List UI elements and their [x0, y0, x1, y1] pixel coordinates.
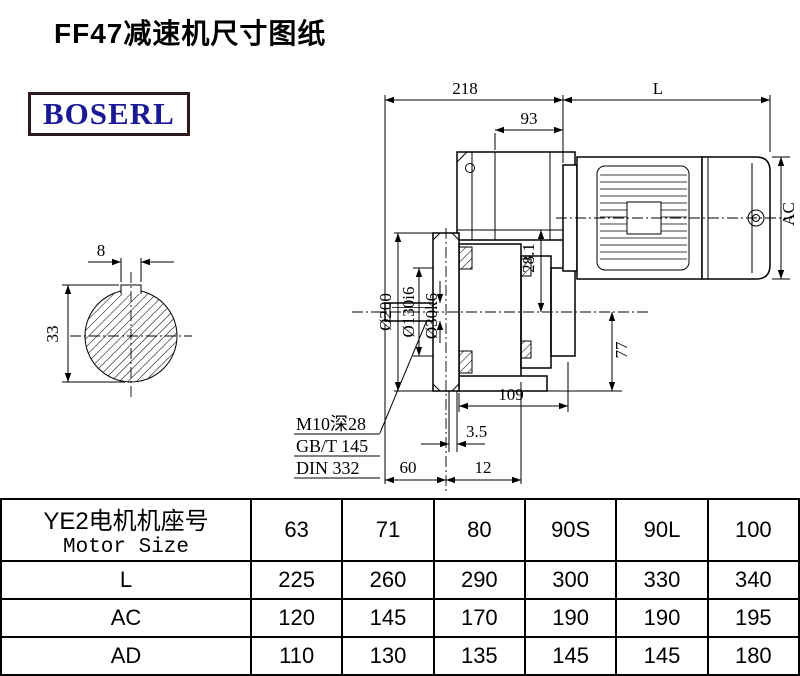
gear-housing-outline — [456, 151, 576, 241]
dim-218: 218 — [452, 79, 478, 98]
dim-109: 109 — [498, 385, 524, 404]
size-col-63: 63 — [249, 498, 344, 562]
dim-flange-diameter: Ø200 — [376, 293, 395, 331]
dim-keyway-width: 8 — [97, 241, 106, 260]
keyway-slot — [120, 284, 142, 294]
value-AD-80: 135 — [432, 636, 526, 676]
dimension-drawing: 8 33 — [43, 79, 798, 492]
value-AC-80: 170 — [432, 598, 526, 638]
row-label-AD: AD — [0, 636, 252, 676]
value-L-100: 340 — [706, 560, 800, 600]
table-row-AC: AC 120 145 170 190 190 195 — [0, 598, 800, 638]
value-L-63: 225 — [249, 560, 344, 600]
motor-size-header: YE2电机机座号 Motor Size — [0, 498, 252, 562]
output-housing-outline — [458, 243, 576, 392]
row-label-L: L — [0, 560, 252, 600]
table-row-AD: AD 110 130 135 145 145 180 — [0, 636, 800, 676]
value-L-71: 260 — [341, 560, 435, 600]
value-AC-90l: 190 — [615, 598, 709, 638]
note-tapped-hole: M10深28 — [296, 414, 366, 434]
value-L-80: 290 — [432, 560, 526, 600]
main-view — [352, 151, 792, 492]
table-header-row: YE2电机机座号 Motor Size 63 71 80 90S 90L 100 — [0, 498, 800, 562]
header-en: Motor Size — [62, 536, 190, 559]
size-col-71: 71 — [341, 498, 435, 562]
value-AC-100: 195 — [706, 598, 800, 638]
thread-note: M10深28 GB/T 145 DIN 332 — [294, 319, 428, 479]
note-din-standard: DIN 332 — [296, 458, 360, 478]
dimensions: 218 L 93 AC Ø200 Ø130i6 Ø30k6 — [294, 79, 798, 484]
dim-keyway-height: 33 — [43, 326, 62, 343]
dim-77: 77 — [612, 341, 631, 359]
dim-3-5: 3.5 — [466, 422, 487, 441]
dim-motor-AC: AC — [779, 202, 798, 226]
shaft-section-view: 8 33 — [43, 241, 192, 398]
value-AC-71: 145 — [341, 598, 435, 638]
size-col-80: 80 — [432, 498, 526, 562]
brand-logo: BOSERL — [28, 92, 190, 136]
value-AD-63: 110 — [249, 636, 344, 676]
size-col-100: 100 — [706, 498, 800, 562]
value-L-90s: 300 — [523, 560, 618, 600]
value-AC-90s: 190 — [523, 598, 618, 638]
page-title: FF47减速机尺寸图纸 — [54, 18, 327, 49]
dim-93: 93 — [521, 109, 538, 128]
dimension-table: YE2电机机座号 Motor Size 63 71 80 90S 90L 100… — [0, 498, 800, 676]
dim-motor-length: L — [653, 79, 663, 98]
value-AD-90l: 145 — [615, 636, 709, 676]
value-AD-71: 130 — [341, 636, 435, 676]
dim-12: 12 — [475, 458, 492, 477]
dim-spigot-diameter: Ø130i6 — [399, 287, 418, 338]
dim-shaft-diameter: Ø30k6 — [422, 293, 441, 339]
value-AD-100: 180 — [706, 636, 800, 676]
value-AD-90s: 145 — [523, 636, 618, 676]
value-AC-63: 120 — [249, 598, 344, 638]
note-gb-standard: GB/T 145 — [296, 436, 368, 456]
size-col-90s: 90S — [523, 498, 618, 562]
dim-28-1: 28.1 — [519, 243, 538, 273]
table-row-L: L 225 260 290 300 330 340 — [0, 560, 800, 600]
dim-60: 60 — [400, 458, 417, 477]
size-col-90l: 90L — [615, 498, 709, 562]
value-L-90l: 330 — [615, 560, 709, 600]
header-cn: YE2电机机座号 — [43, 508, 209, 535]
row-label-AC: AC — [0, 598, 252, 638]
